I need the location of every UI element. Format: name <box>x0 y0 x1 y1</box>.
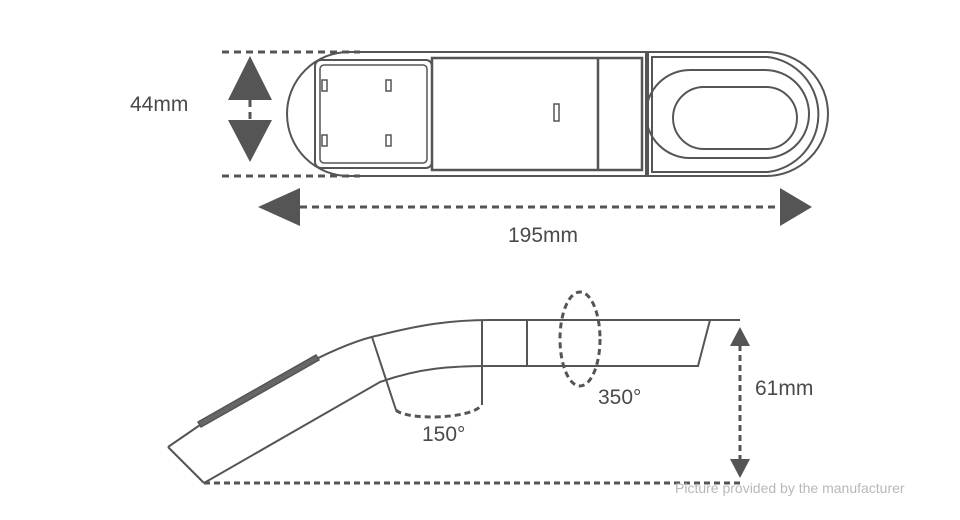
image-caption: Picture provided by the manufacturer <box>675 480 905 496</box>
bend-angle-label: 150° <box>422 423 466 446</box>
arrow-down-icon <box>228 120 272 162</box>
length-dimension-label: 195mm <box>508 224 579 247</box>
device-top-view <box>286 51 829 177</box>
height-dimension-label: 61mm <box>755 377 814 400</box>
dimension-lines-top <box>222 50 780 209</box>
arrow-left-icon <box>258 188 300 226</box>
rotation-angle-label: 350° <box>598 386 642 409</box>
arrow-right-icon <box>780 188 812 226</box>
arrow-heads <box>228 56 812 478</box>
device-side-view <box>167 319 740 484</box>
arrow-up-icon <box>228 56 272 100</box>
angle-indicators <box>204 290 742 485</box>
arrow-up-icon <box>730 327 750 346</box>
arrow-down-icon <box>730 459 750 478</box>
width-dimension-label: 44mm <box>130 93 189 116</box>
